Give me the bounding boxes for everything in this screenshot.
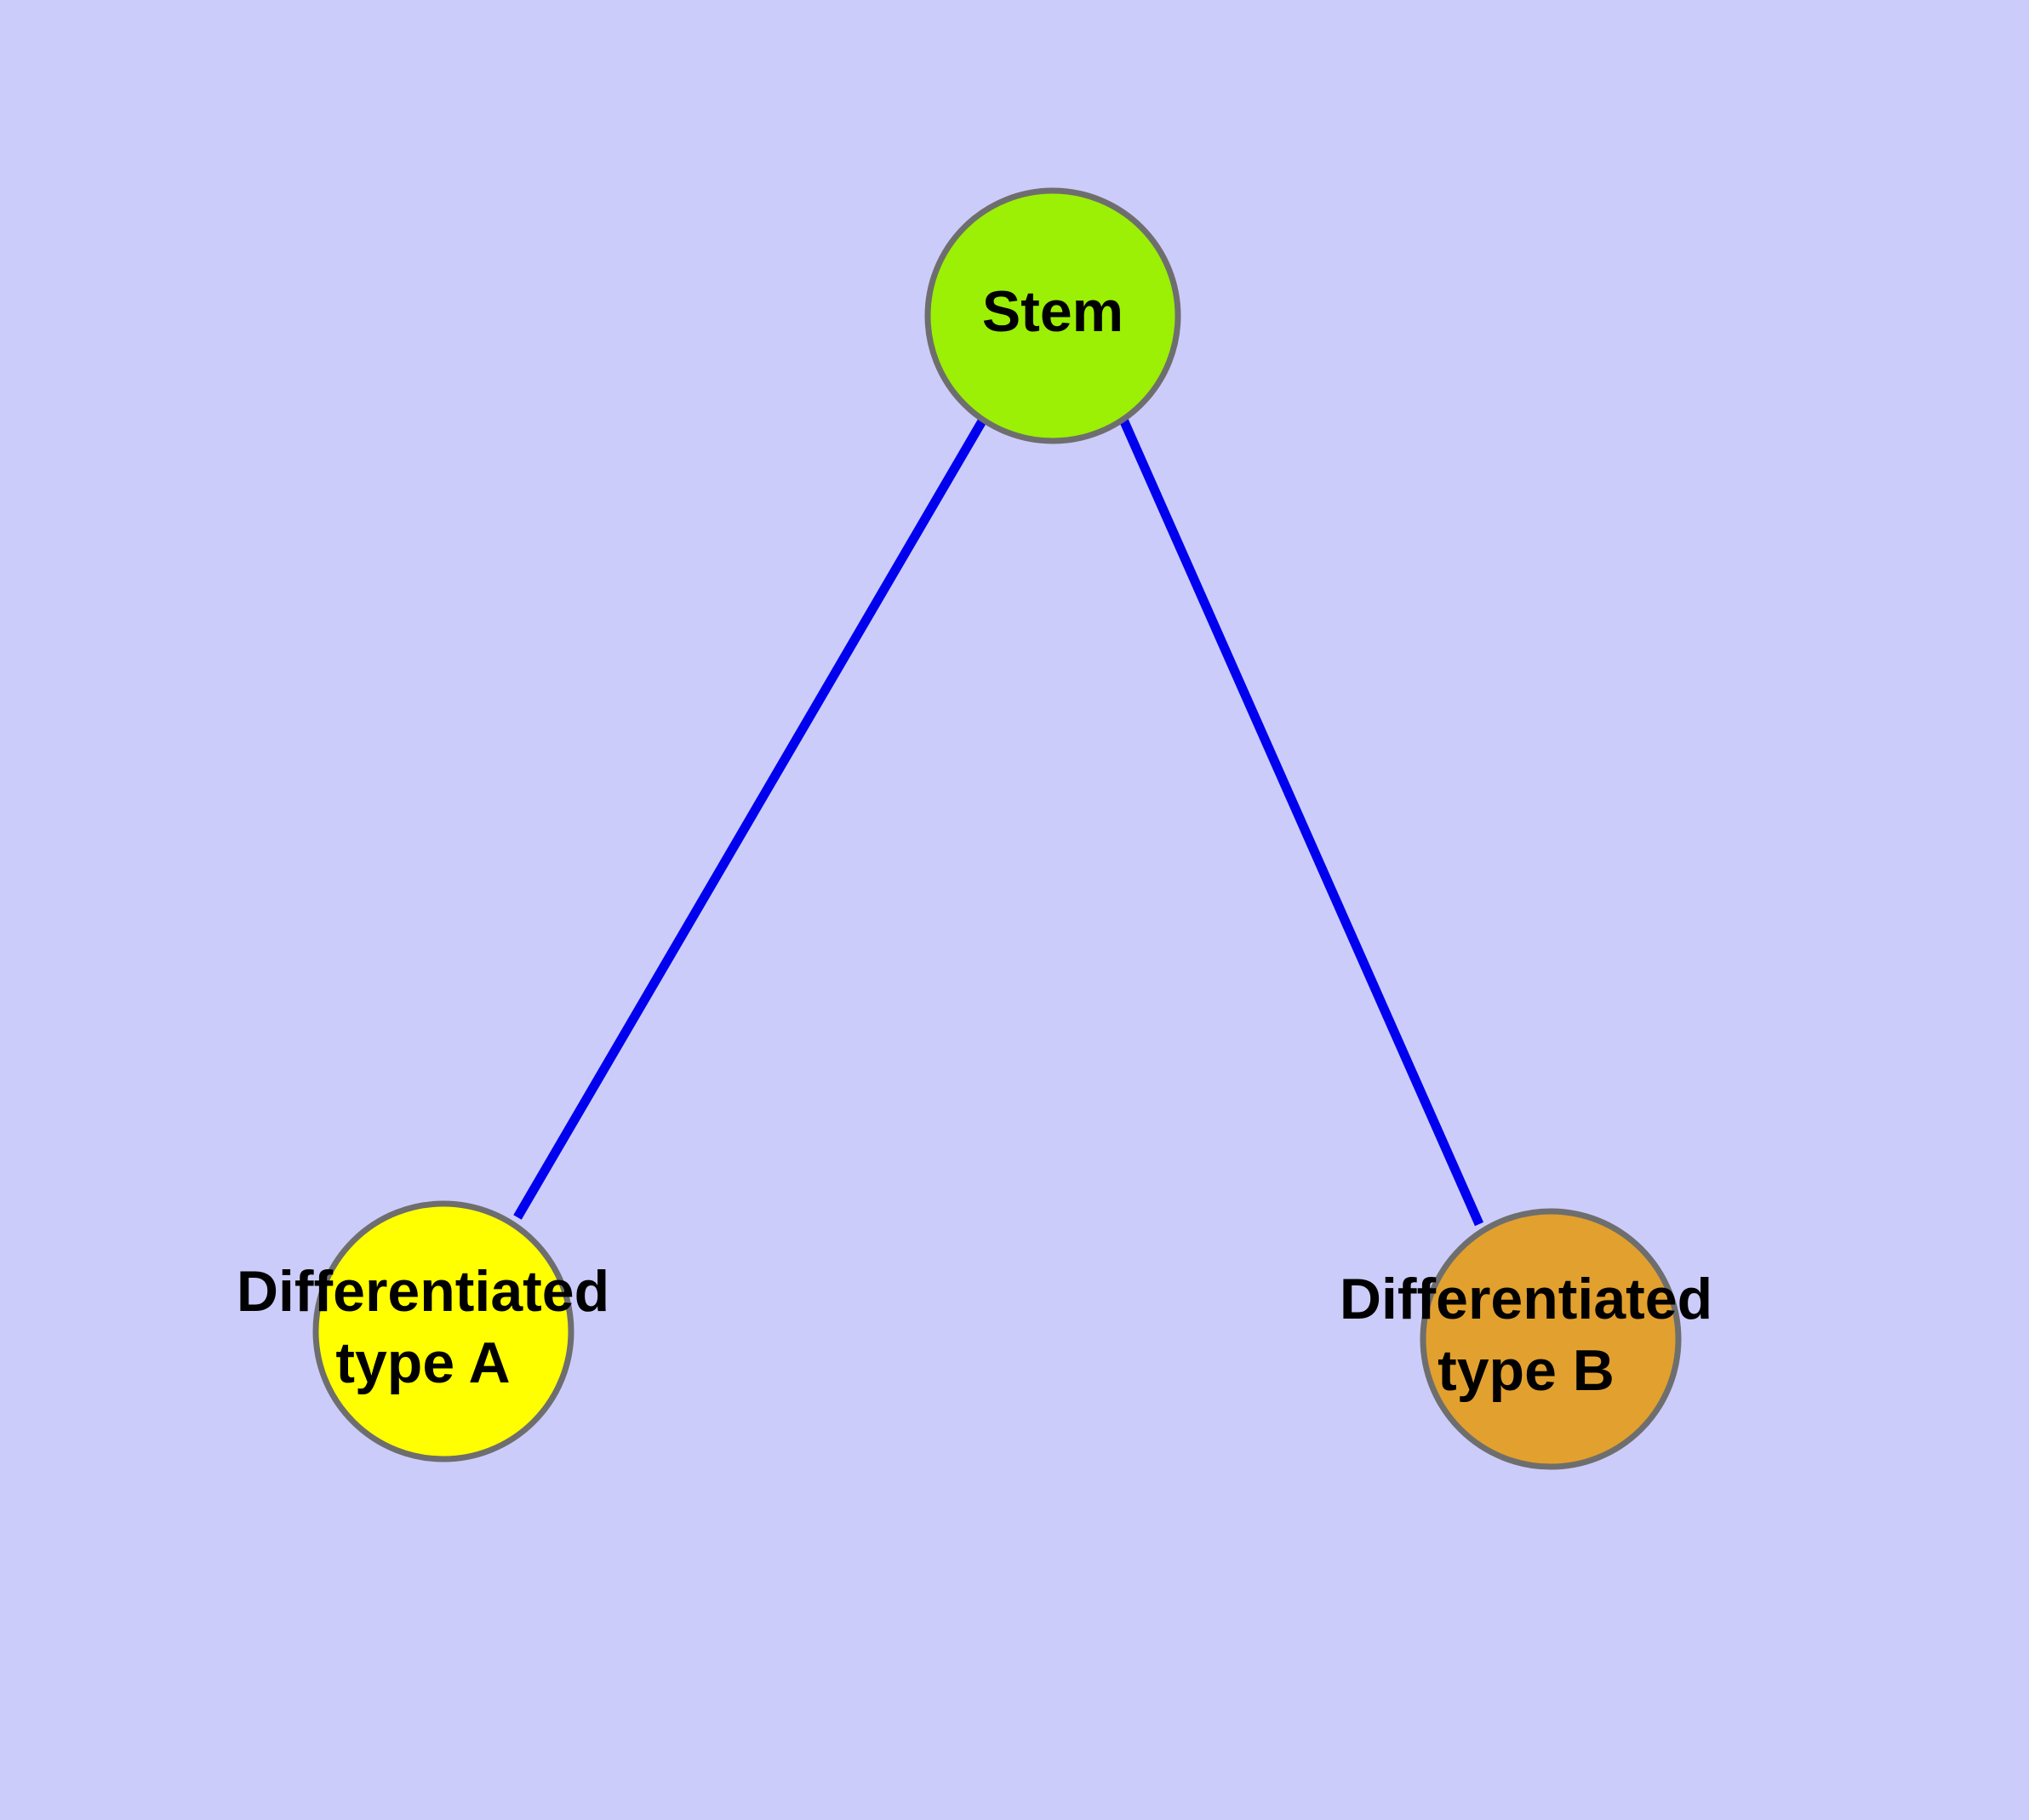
node-stem-circle[interactable] [924,187,1181,444]
edge-stem-to-differentiated-type-b[interactable] [1118,417,1484,1227]
node-label-line: type B [1437,1338,1615,1403]
node-label-line: Differentiated [237,1259,609,1324]
edge-stem-to-differentiated-type-a[interactable] [513,417,987,1220]
node-labels-layer: Stem Differentiated type A Differentiated… [237,279,1712,1403]
node-differentiated-type-a-circle[interactable] [312,1200,574,1462]
node-label-line: Differentiated [1340,1267,1712,1331]
node-differentiated-type-a-label: Differentiated type A [237,1259,609,1395]
node-stem-label: Stem [982,279,1123,344]
node-label-line: Stem [982,279,1123,344]
node-differentiated-type-b-circle[interactable] [1420,1208,1682,1470]
node-differentiated-type-b-label: Differentiated type B [1340,1267,1712,1403]
nodes-layer [312,187,1682,1470]
node-label-line: type A [335,1331,510,1395]
edges-layer [513,417,1484,1227]
